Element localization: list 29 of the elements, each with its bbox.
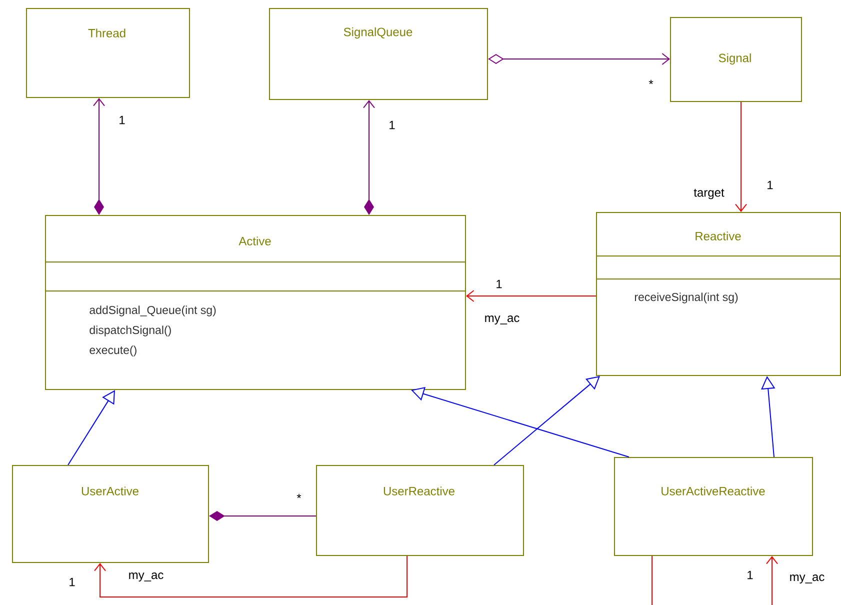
inheritance-arrow (68, 390, 115, 466)
association-arrow (93, 98, 105, 215)
role-label: target (694, 188, 724, 200)
class-box: Thread (26, 8, 190, 98)
association-arrow (488, 53, 670, 65)
class-box: Reactive receiveSignal(int sg) (596, 212, 841, 376)
association-arrow (466, 290, 596, 302)
role-label: my_ac (485, 316, 520, 324)
association-arrow (766, 556, 778, 605)
multiplicity-label: 1 (768, 180, 773, 190)
class-box: SignalQueue (269, 8, 488, 100)
multiplicity-label: * (296, 494, 302, 498)
class-box: Active addSignal_Queue(int sg) dispatchSignal() execute() (44, 215, 466, 390)
multiplicity-label: 1 (496, 280, 502, 288)
class-box: UserReactive (316, 465, 524, 556)
role-label: my_ac (790, 574, 824, 584)
class-box: Signal (670, 17, 802, 102)
multiplicity-label: * (648, 80, 654, 84)
inheritance-arrow (494, 376, 600, 466)
multiplicity-label: 1 (390, 120, 395, 130)
multiplicity-label: 1 (120, 116, 125, 124)
association-arrow (94, 556, 408, 598)
association-arrow (209, 511, 316, 521)
class-box: UserActiveReactive (614, 457, 813, 556)
multiplicity-label: 1 (70, 578, 75, 586)
class-box: UserActive (12, 465, 209, 563)
association-arrow (735, 102, 747, 212)
multiplicity-label: 1 (748, 570, 753, 580)
association-arrow (363, 100, 375, 215)
